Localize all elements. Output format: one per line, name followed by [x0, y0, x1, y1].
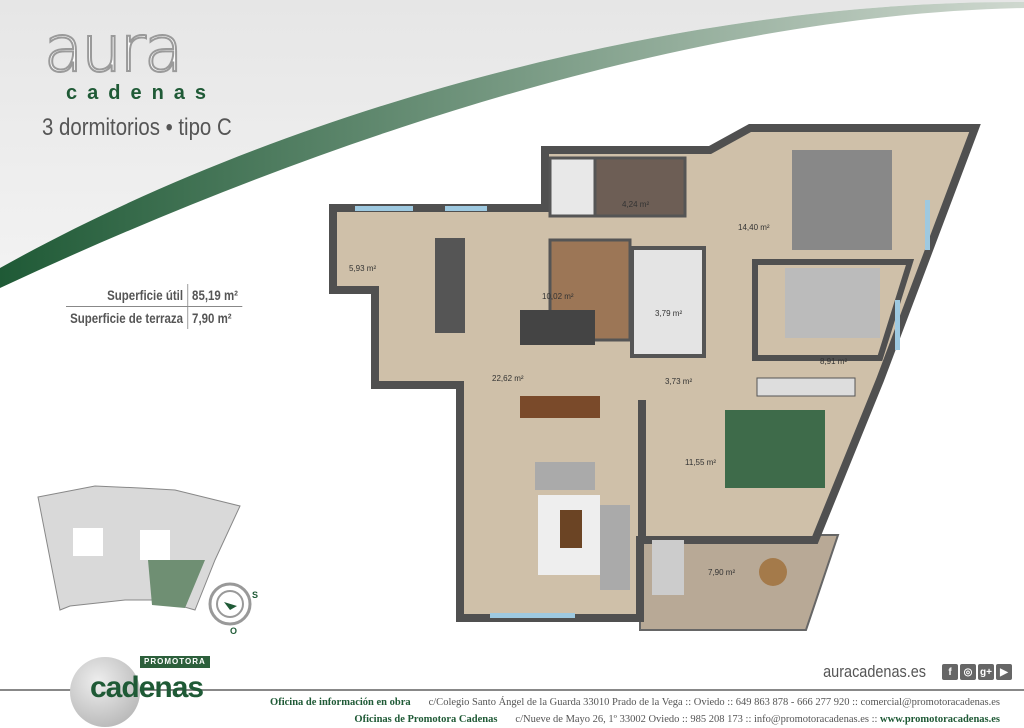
footer-line-2-text: c/Nueve de Mayo 26, 1º 33002 Oviedo :: 9… [515, 714, 881, 725]
room-area-label: 22,62 m² [492, 374, 524, 383]
terrace-table [759, 558, 787, 586]
wardrobe [756, 377, 856, 397]
room-area-label: 4,24 m² [622, 200, 649, 209]
promotora-logo-name: cadenas [90, 671, 204, 704]
room-area-label: 5,93 m² [349, 264, 376, 273]
room-area-label: 3,73 m² [665, 377, 692, 386]
room-area-label: 11,55 m² [685, 458, 716, 467]
room-area-label: 3,79 m² [655, 309, 682, 318]
kitchen-cooktop [520, 310, 595, 345]
aura-logo: aura [43, 13, 184, 87]
windows [355, 200, 930, 618]
key-plan [37, 485, 241, 611]
dining-table [520, 396, 600, 418]
surface-label: Superficie útil [66, 284, 188, 307]
room-area-label: 10,02 m² [542, 292, 574, 301]
footer-line-2: Oficinas de Promotora Cadenas c/Nueve de … [354, 713, 1000, 726]
footer-line-1-label: Oficina de información en obra [270, 697, 411, 708]
twin-beds [785, 268, 880, 338]
bathroom-1 [548, 156, 597, 218]
room-area-label: 14,40 m² [738, 223, 770, 232]
facebook-icon[interactable]: f [942, 664, 958, 680]
google-plus-icon[interactable]: g+ [978, 664, 994, 680]
bathroom-2 [630, 246, 706, 358]
aura-logo-sub: cadenas [66, 82, 217, 104]
youtube-icon[interactable]: ▶ [996, 664, 1012, 680]
master-bed [792, 150, 892, 250]
apartment-floor [329, 124, 981, 622]
footer-line-2-label: Oficinas de Promotora Cadenas [354, 714, 498, 725]
room-area-label: 7,90 m² [708, 568, 735, 577]
footer-line-1-text: c/Colegio Santo Ángel de la Guarda 33010… [428, 697, 1000, 708]
footer-divider [0, 689, 1024, 691]
footer-line-1: Oficina de información en obra c/Colegio … [270, 696, 1000, 709]
website-link[interactable]: auracadenas.es [823, 662, 926, 681]
promotora-logo [70, 657, 140, 727]
social-icons: f ◎ g+ ▶ [942, 664, 1012, 680]
bedroom-2 [752, 259, 915, 361]
side-sofa [600, 505, 630, 590]
compass-needle-icon [224, 602, 237, 610]
bathroom-1-floor [593, 156, 687, 218]
surface-value: 85,19 m² [187, 284, 243, 307]
bedroom-3-beds [725, 410, 825, 488]
sofa [535, 462, 595, 490]
page-title: 3 dormitorios • tipo C [42, 114, 232, 141]
footer-website-link[interactable]: www.promotoracadenas.es [880, 714, 1000, 725]
bedroom-3-wall [638, 400, 646, 540]
promotora-logo-tag: PROMOTORA [140, 656, 210, 668]
surface-value: 7,90 m² [192, 310, 232, 326]
kitchen-counter [435, 238, 465, 333]
compass-s: S [252, 590, 258, 600]
surface-label: Superficie de terraza [66, 306, 188, 329]
terrace-sofa [652, 540, 684, 595]
compass-o: O [230, 626, 237, 636]
coffee-table [560, 510, 582, 548]
instagram-icon[interactable]: ◎ [960, 664, 976, 680]
room-area-label: 8,91 m² [820, 357, 847, 366]
compass: S O [208, 582, 258, 636]
